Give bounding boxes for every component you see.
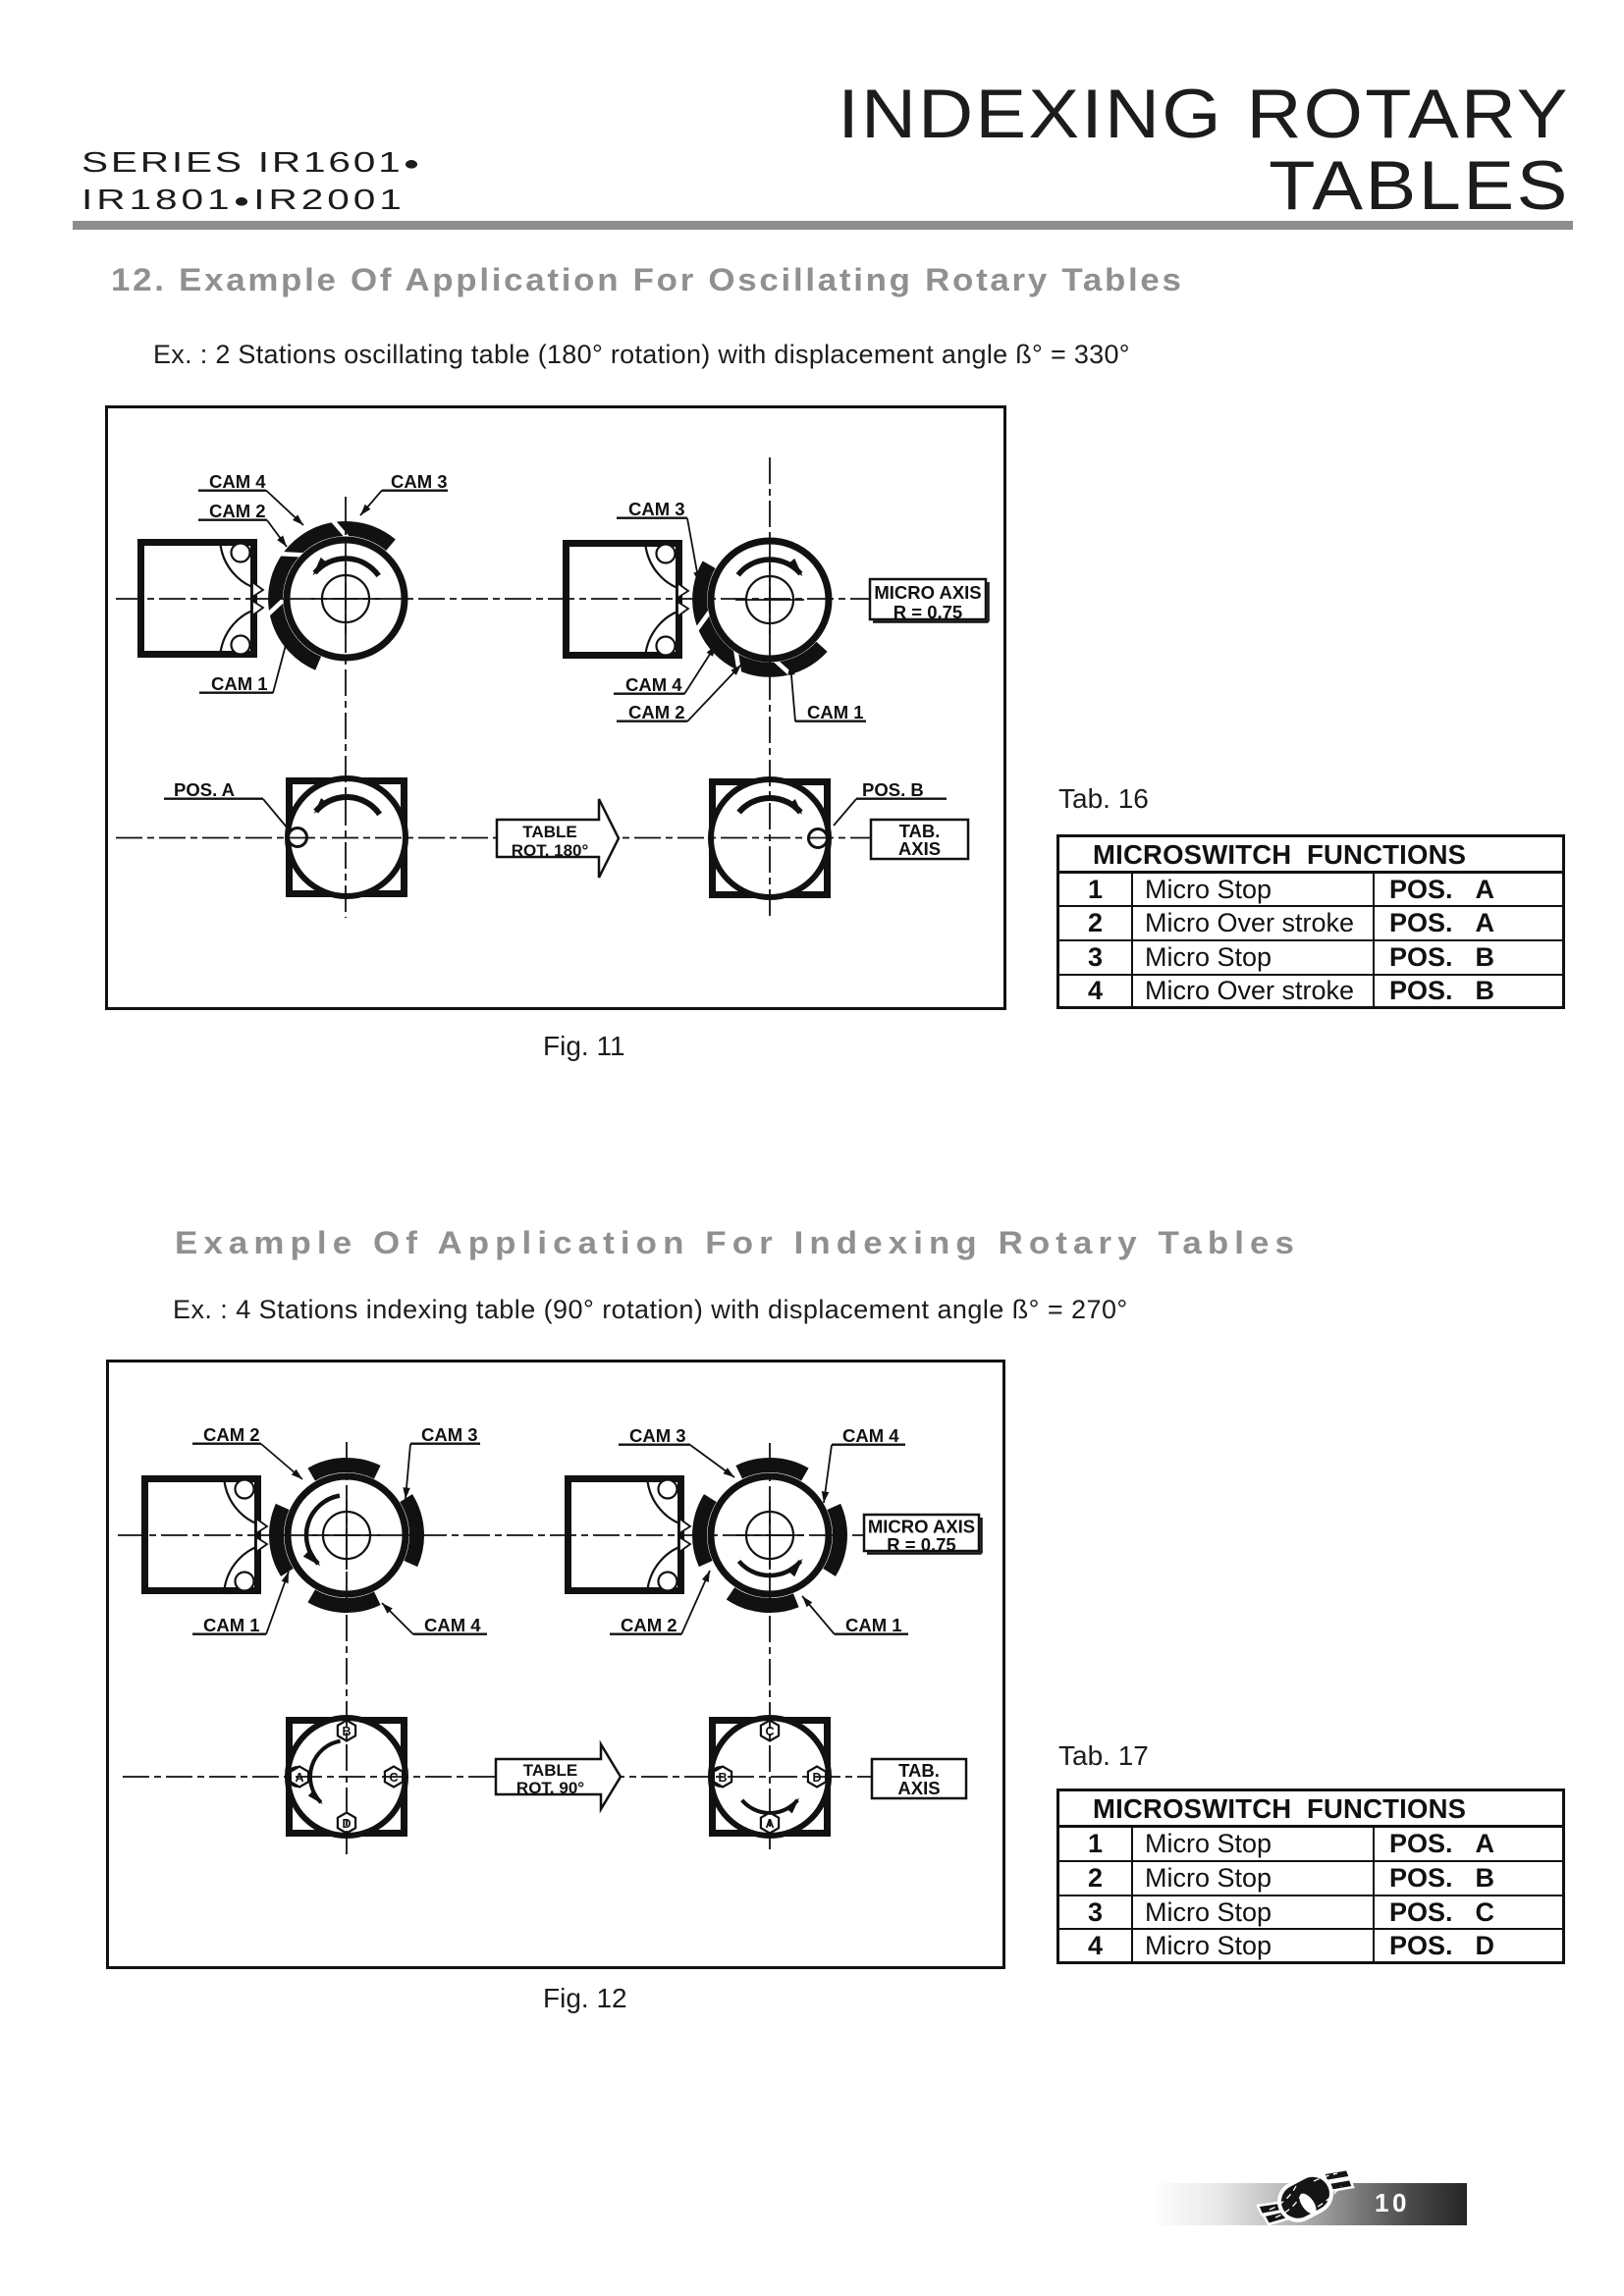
svg-text:AXIS: AXIS — [898, 838, 941, 859]
svg-text:AXIS: AXIS — [897, 1778, 940, 1798]
svg-text:ROT. 90°: ROT. 90° — [516, 1779, 584, 1797]
svg-text:CAM 1: CAM 1 — [203, 1615, 260, 1635]
svg-text:C: C — [765, 1725, 774, 1738]
svg-text:TAB.: TAB. — [898, 1760, 940, 1781]
svg-text:CAM 3: CAM 3 — [628, 499, 685, 519]
svg-text:CAM 4: CAM 4 — [209, 471, 266, 492]
svg-text:MICRO AXIS: MICRO AXIS — [868, 1517, 975, 1537]
svg-text:CAM 3: CAM 3 — [391, 471, 448, 492]
svg-text:CAM 1: CAM 1 — [211, 673, 268, 694]
svg-text:ROT. 180°: ROT. 180° — [512, 841, 589, 860]
svg-text:CAM 1: CAM 1 — [845, 1615, 902, 1635]
svg-text:R = 0.75: R = 0.75 — [893, 602, 962, 622]
svg-text:CAM 2: CAM 2 — [209, 501, 266, 521]
svg-text:B: B — [342, 1725, 351, 1738]
svg-text:TABLE: TABLE — [522, 823, 576, 841]
svg-text:CAM 3: CAM 3 — [421, 1424, 478, 1445]
svg-text:CAM 2: CAM 2 — [621, 1615, 677, 1635]
svg-text:MICRO AXIS: MICRO AXIS — [874, 582, 981, 603]
svg-text:CAM 1: CAM 1 — [807, 702, 864, 722]
svg-text:POS. A: POS. A — [174, 779, 235, 800]
svg-text:CAM 2: CAM 2 — [628, 702, 685, 722]
svg-text:TABLE: TABLE — [523, 1761, 577, 1780]
svg-text:CAM 3: CAM 3 — [629, 1425, 686, 1446]
svg-text:CAM 4: CAM 4 — [424, 1615, 481, 1635]
svg-text:CAM 4: CAM 4 — [625, 674, 682, 695]
svg-text:CAM 4: CAM 4 — [842, 1425, 899, 1446]
svg-text:CAM 2: CAM 2 — [203, 1424, 260, 1445]
svg-text:POS. B: POS. B — [862, 779, 924, 800]
svg-text:TAB.: TAB. — [899, 821, 941, 841]
svg-text:R = 0.75: R = 0.75 — [887, 1534, 955, 1555]
